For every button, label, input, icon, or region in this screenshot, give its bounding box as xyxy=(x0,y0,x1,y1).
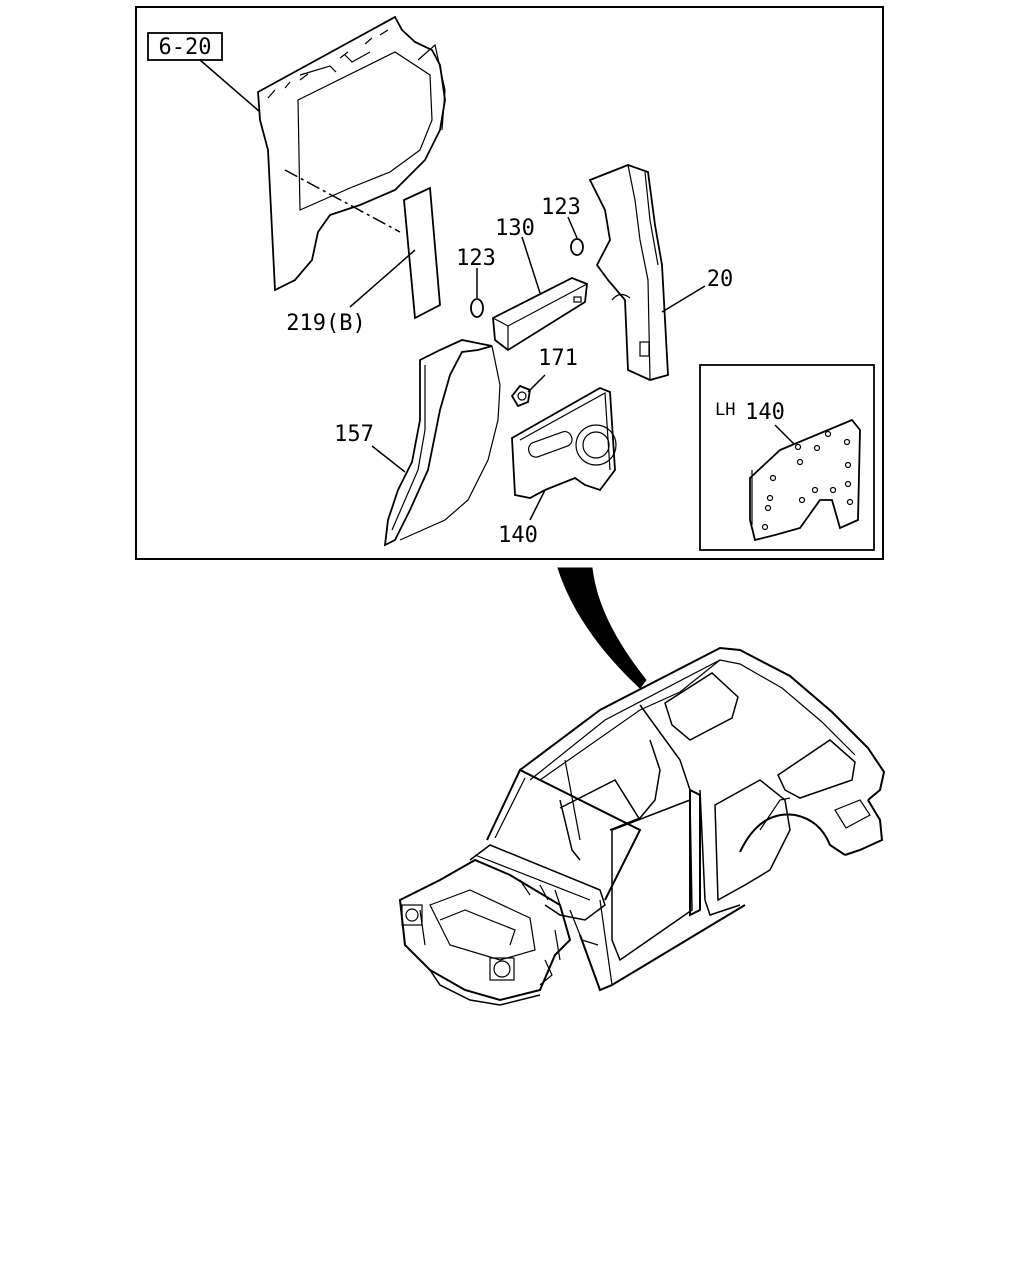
leader-171 xyxy=(527,374,546,393)
callout-140-lh: 140 xyxy=(745,400,785,425)
leader-219b xyxy=(349,249,416,308)
trim-part-157 xyxy=(383,339,501,547)
lh-inset: LH 140 xyxy=(699,364,875,551)
exploded-view-frame xyxy=(135,6,884,560)
vehicle-body-illustration xyxy=(398,646,886,1006)
callout-20: 20 xyxy=(707,267,734,292)
panel-to-strip-dashline xyxy=(284,169,401,233)
plug-part-123-left xyxy=(470,298,484,318)
leader-140 xyxy=(529,489,546,521)
callout-140: 140 xyxy=(498,523,538,548)
pillar-part-20 xyxy=(588,164,669,381)
leader-157 xyxy=(371,445,406,473)
clip-part-171 xyxy=(510,384,532,408)
callout-123-right: 123 xyxy=(541,195,581,220)
inner-panel-part xyxy=(257,15,446,292)
reference-leader xyxy=(199,59,261,113)
plate-part-140-lh xyxy=(749,418,861,542)
callout-171: 171 xyxy=(538,346,578,371)
callout-219b: 219(B) xyxy=(286,311,365,336)
reference-label: 6-20 xyxy=(159,35,212,60)
plate-part-140 xyxy=(511,387,617,499)
leader-20 xyxy=(661,285,706,313)
callout-130: 130 xyxy=(495,216,535,241)
plug-part-123-right xyxy=(570,238,584,256)
location-pointer-arrow xyxy=(557,567,647,689)
callout-123-left: 123 xyxy=(456,246,496,271)
inset-title: LH xyxy=(715,400,735,420)
leader-130 xyxy=(521,236,541,294)
reference-box: 6-20 xyxy=(147,32,223,61)
bracket-part-130 xyxy=(492,277,588,352)
callout-157: 157 xyxy=(334,422,374,447)
strip-part-219b xyxy=(403,186,441,320)
leader-123-right xyxy=(567,216,578,239)
